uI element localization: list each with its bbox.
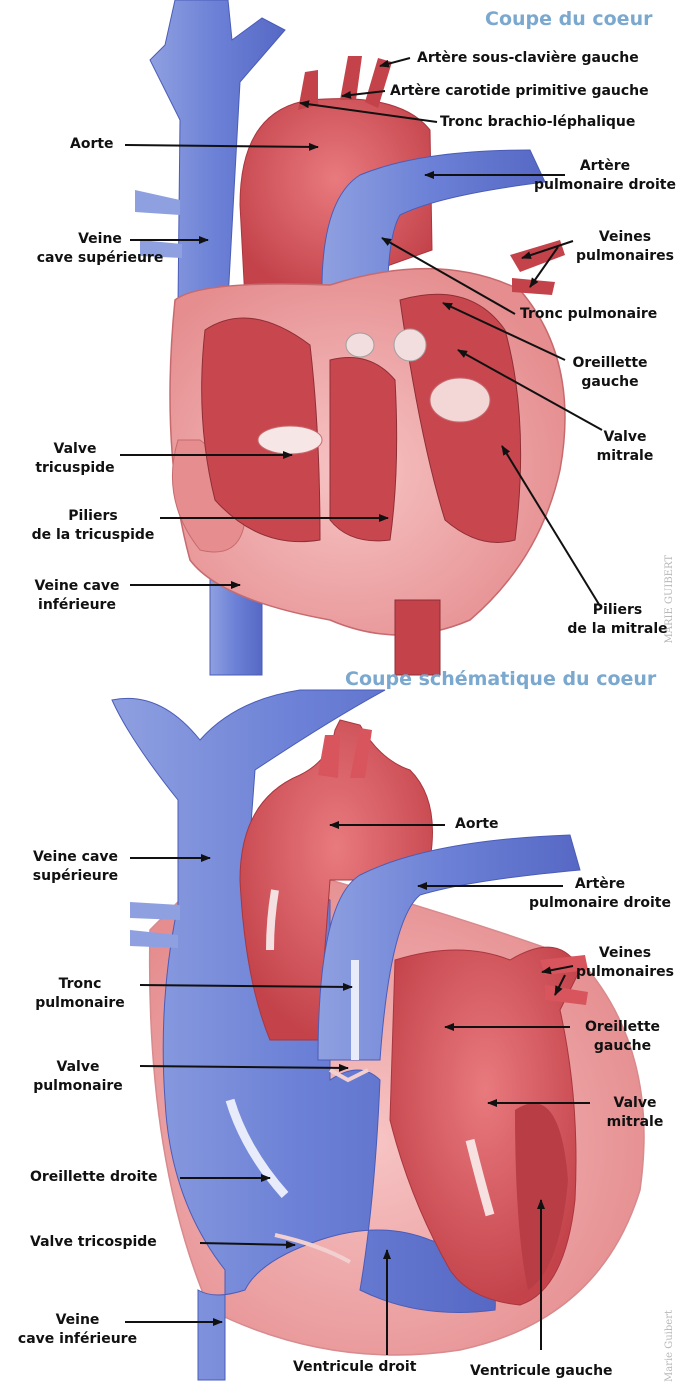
label-arter-pulm-top: Artère pulmonaire droite bbox=[530, 157, 680, 195]
label-veines-pulm-bottom: Veines pulmonaires bbox=[570, 944, 680, 982]
label-oreillette-d: Oreillette droite bbox=[30, 1168, 157, 1187]
label-vci-top: Veine cave inférieure bbox=[22, 577, 132, 615]
bottom-title: Coupe schématique du coeur bbox=[345, 668, 656, 690]
label-sous-claviere: Artère sous-clavière gauche bbox=[417, 49, 639, 68]
label-aorte-top: Aorte bbox=[70, 135, 114, 154]
label-tronc-pulm-bottom: Tronc pulmonaire bbox=[20, 975, 140, 1013]
label-valve-pulm: Valve pulmonaire bbox=[18, 1058, 138, 1096]
label-valve-mitrale-top: Valve mitrale bbox=[575, 428, 675, 466]
label-oreillette-g-bottom: Oreillette gauche bbox=[565, 1018, 680, 1056]
top-credit: MARIE GUIBERT bbox=[664, 555, 675, 643]
label-ventricule-d: Ventricule droit bbox=[293, 1358, 416, 1377]
label-vcs-bottom: Veine cave supérieure bbox=[18, 848, 133, 886]
top-heart-illustration bbox=[120, 0, 602, 675]
label-ventricule-g: Ventricule gauche bbox=[470, 1362, 613, 1381]
label-piliers-tric: Piliers de la tricuspide bbox=[18, 507, 168, 545]
label-veines-pulm-top: Veines pulmonaires bbox=[570, 228, 680, 266]
label-aorte-bottom: Aorte bbox=[455, 815, 499, 834]
label-valve-tric-bottom: Valve tricospide bbox=[30, 1233, 157, 1252]
label-carotide: Artère carotide primitive gauche bbox=[390, 82, 649, 101]
label-vcs-top: Veine cave supérieure bbox=[20, 230, 180, 268]
label-vci-bottom: Veine cave inférieure bbox=[10, 1311, 145, 1349]
top-title: Coupe du coeur bbox=[485, 8, 652, 30]
label-oreillette-g-top: Oreillette gauche bbox=[555, 354, 665, 392]
bottom-credit: Marie Guibert bbox=[664, 1310, 675, 1382]
label-arter-pulm-bottom: Artère pulmonaire droite bbox=[520, 875, 680, 913]
label-valve-mit-bottom: Valve mitrale bbox=[590, 1094, 680, 1132]
label-piliers-mitrale: Piliers de la mitrale bbox=[555, 601, 680, 639]
label-tronc-brachio: Tronc brachio-léphalique bbox=[440, 113, 635, 132]
label-valve-tric-top: Valve tricuspide bbox=[20, 440, 130, 478]
label-tronc-pulm-top: Tronc pulmonaire bbox=[520, 305, 657, 324]
